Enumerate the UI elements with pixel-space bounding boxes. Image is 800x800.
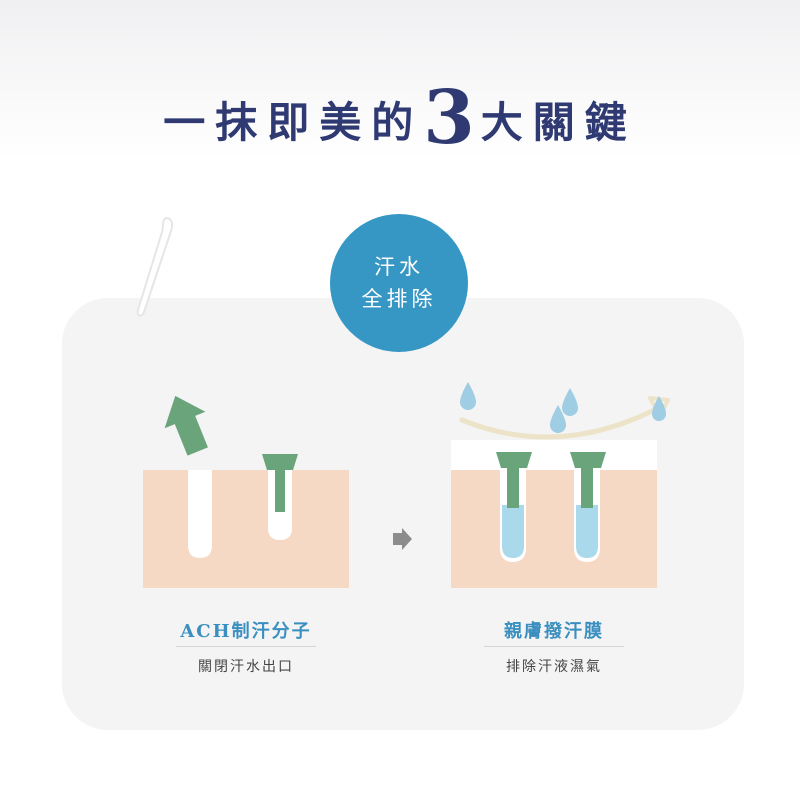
- right-panel-title: 親膚撥汗膜: [504, 621, 604, 642]
- sweat-water-1: [502, 505, 524, 558]
- protective-film: [451, 440, 657, 470]
- skin-block-right: [451, 470, 657, 588]
- water-drop-icon: [652, 396, 666, 421]
- sweat-plug-right-1: [496, 452, 532, 508]
- feature-badge: 汗水 全排除: [330, 214, 468, 352]
- sweat-plug-left: [262, 454, 298, 512]
- left-panel-subtitle: 關閉汗水出口: [198, 659, 294, 675]
- water-drop-icon: [550, 405, 566, 433]
- curved-arrow-icon: [459, 403, 665, 440]
- page-title: 一抹即美的3大關鍵: [0, 78, 800, 163]
- badge-line-1: 汗水: [374, 255, 424, 279]
- sweat-water-2: [576, 505, 598, 558]
- pore-open: [188, 470, 212, 558]
- arrow-right-icon: [393, 528, 412, 550]
- left-panel-title: ACH制汗分子: [180, 621, 312, 642]
- right-divider: [484, 646, 624, 647]
- badge-line-2: 全排除: [361, 287, 437, 311]
- title-number: 3: [423, 75, 481, 161]
- left-divider: [176, 646, 316, 647]
- water-drop-icon: [460, 382, 476, 410]
- sweat-plug-right-2: [570, 452, 606, 508]
- title-prefix: 一抹即美的: [163, 98, 424, 147]
- right-panel-subtitle: 排除汗液濕氣: [506, 659, 602, 675]
- water-drop-icon: [562, 388, 578, 416]
- quote-mark-icon: [136, 216, 174, 317]
- title-suffix: 大關鍵: [480, 98, 637, 147]
- left-illustration: [143, 395, 349, 588]
- arrow-up-icon: [164, 395, 208, 456]
- skin-block-left: [143, 470, 349, 588]
- right-illustration: [451, 382, 670, 588]
